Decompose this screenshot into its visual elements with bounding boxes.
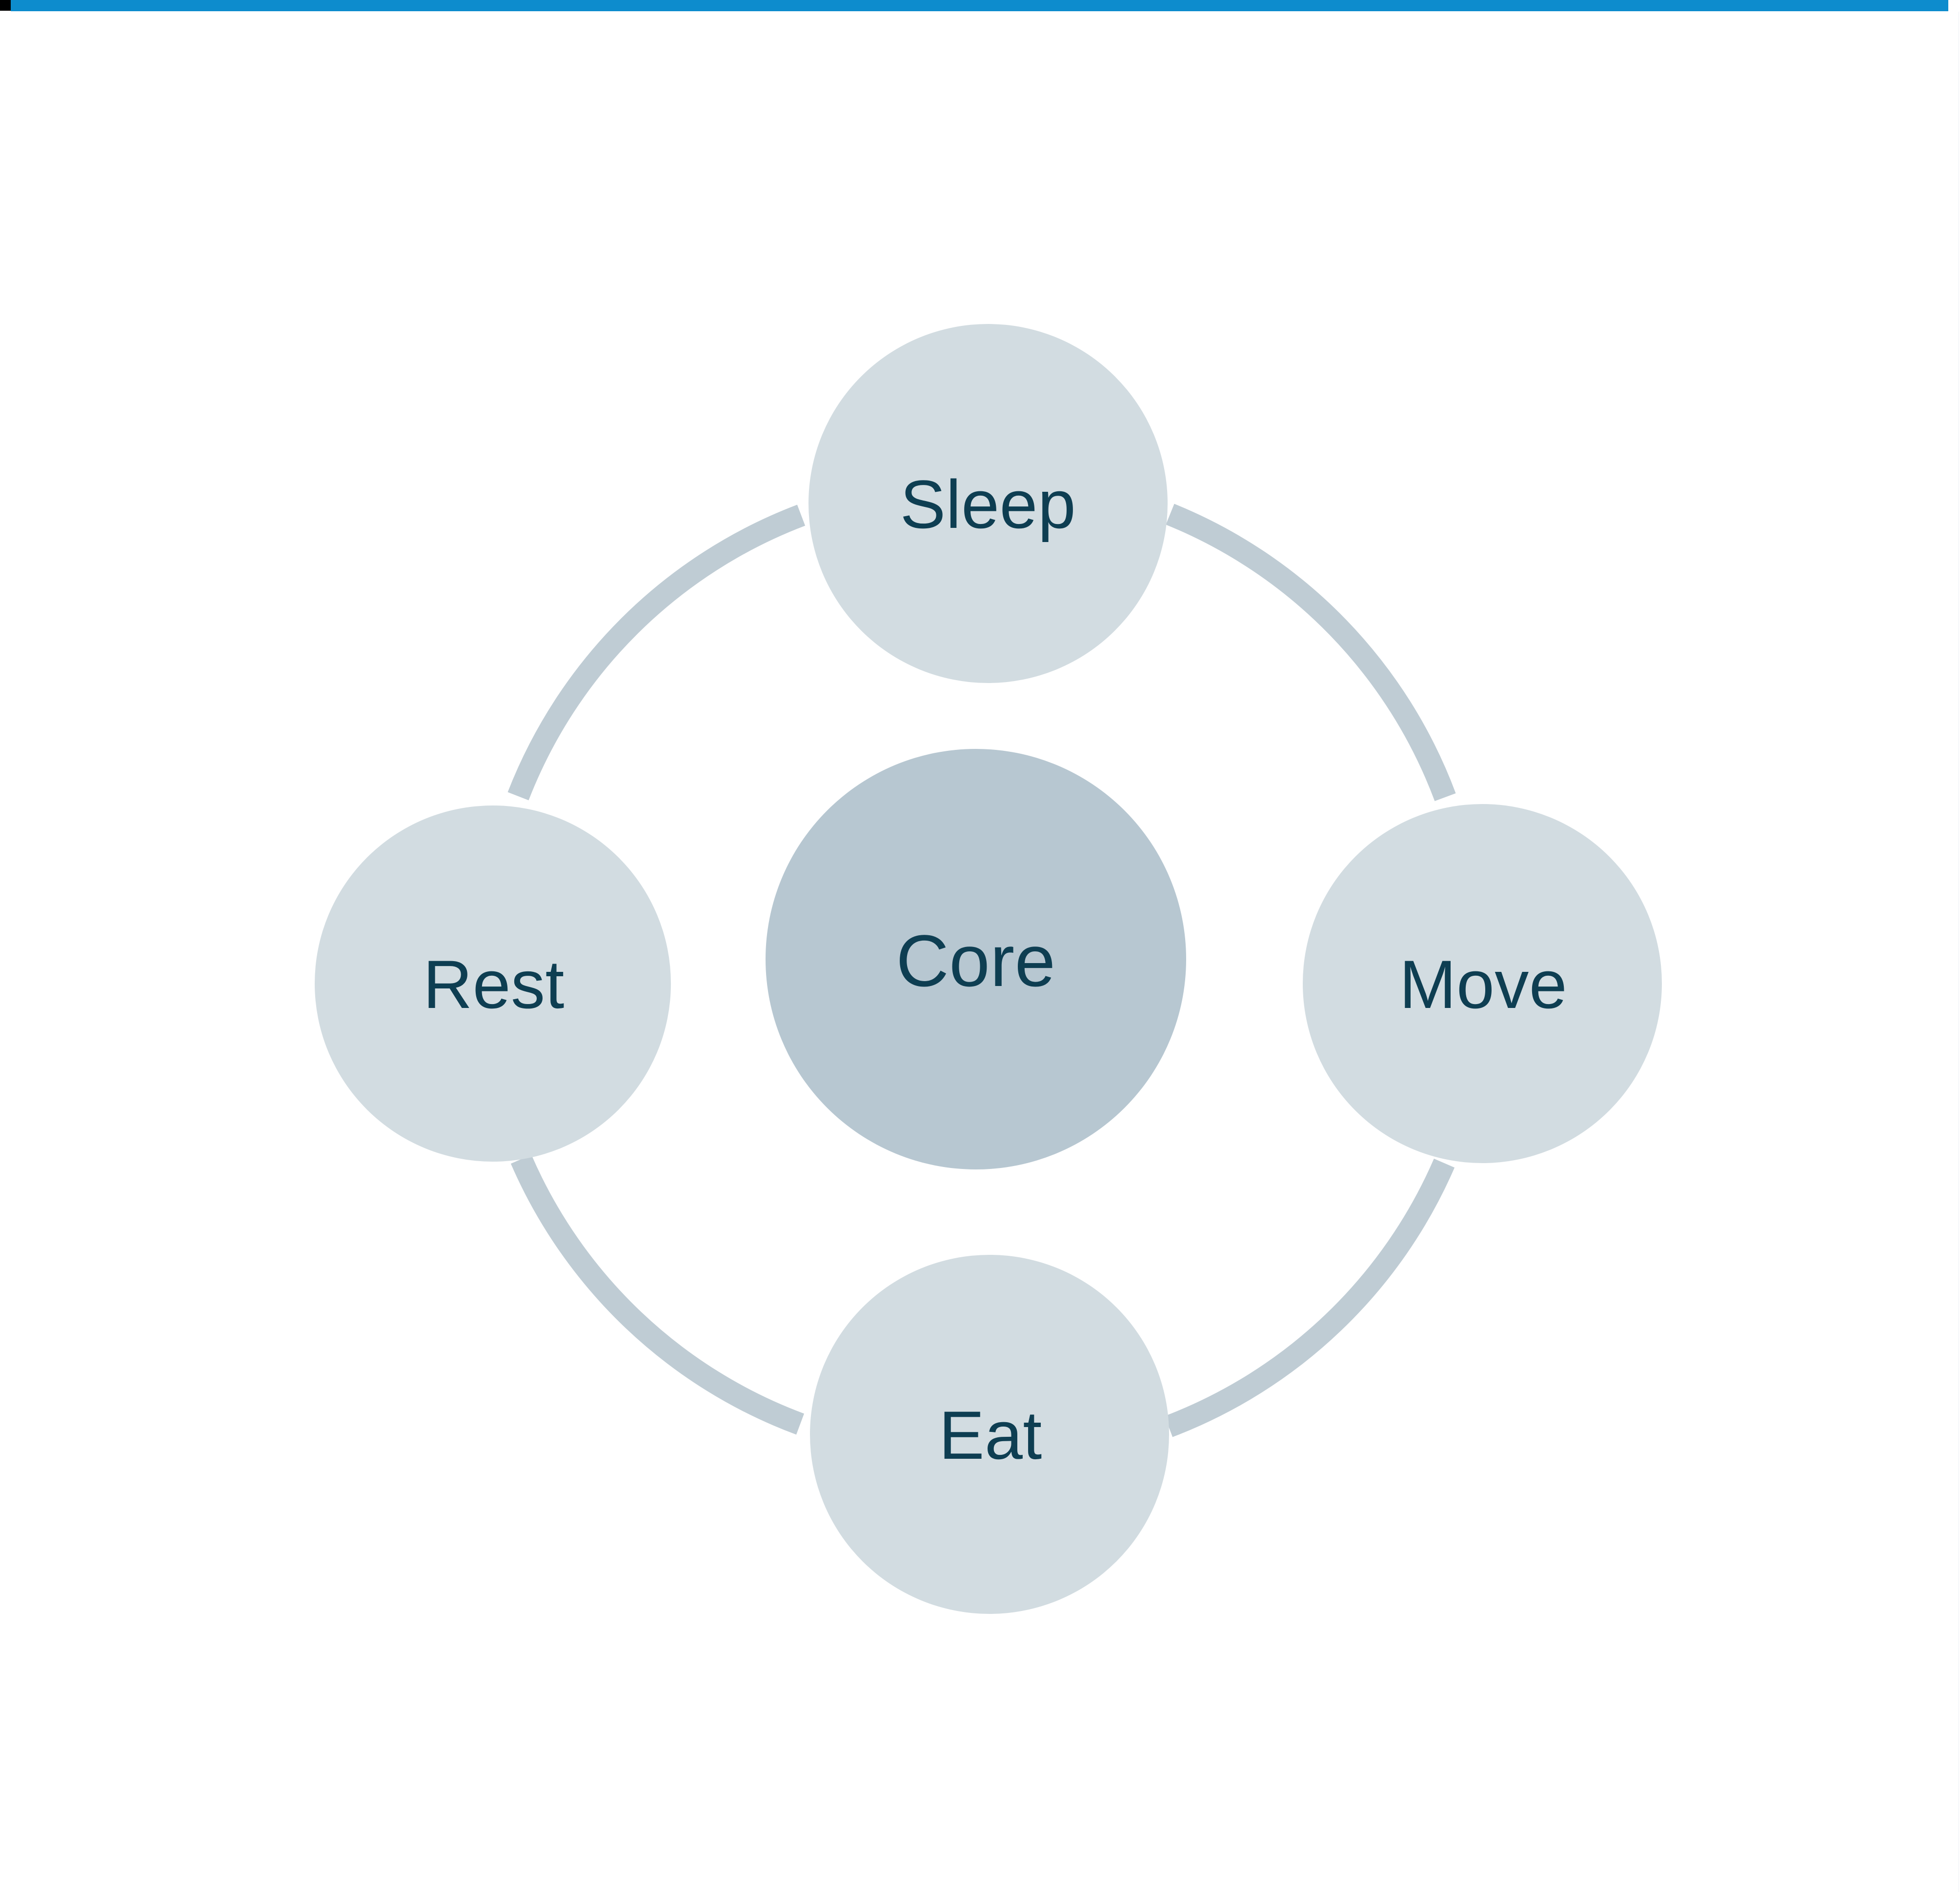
- ring-segment-eat-rest: [510, 1154, 805, 1435]
- node-core-circle: [766, 749, 1186, 1169]
- diagram-vector-layer: [315, 324, 1662, 1614]
- accent-bar: [11, 0, 1948, 11]
- connector-ring: [507, 503, 1456, 1437]
- node-sleep-circle: [808, 324, 1168, 683]
- node-eat-circle: [810, 1255, 1169, 1614]
- window-top-chrome: [0, 0, 1960, 12]
- wellness-wheel-diagram: Core Sleep Move Eat Rest: [0, 12, 1960, 1892]
- ring-segment-sleep-move: [1166, 503, 1456, 802]
- node-rest-circle: [315, 805, 671, 1162]
- ring-segment-move-eat: [1164, 1158, 1455, 1437]
- node-move-circle: [1303, 804, 1662, 1163]
- corner-marker: [0, 0, 11, 11]
- ring-segment-rest-sleep: [507, 504, 806, 801]
